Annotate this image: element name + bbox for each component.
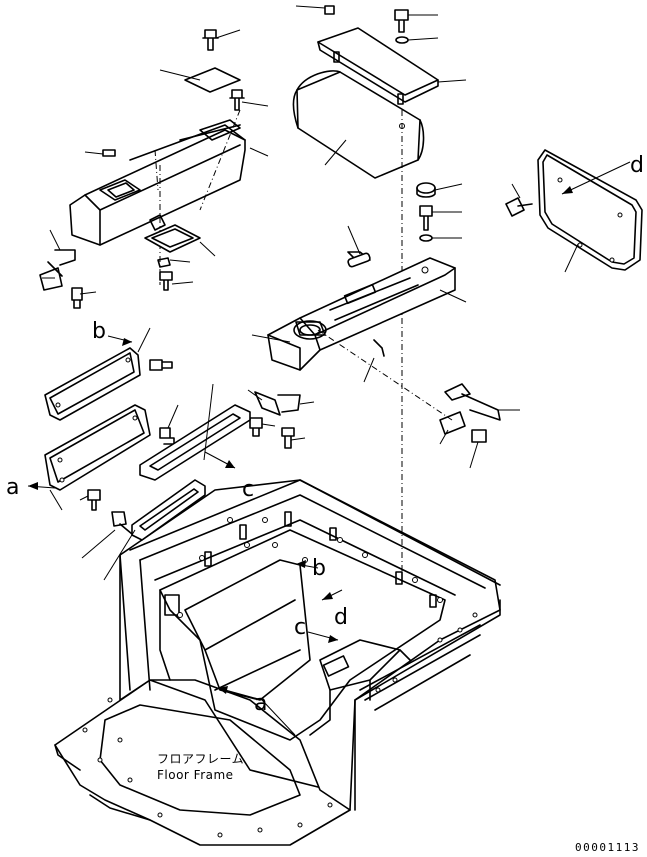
left-gasket — [144, 224, 201, 253]
gasket-frame-c — [139, 404, 251, 481]
right-console-hardware — [249, 182, 501, 449]
left-panel-bolts — [49, 327, 179, 559]
right-console — [267, 251, 456, 371]
top-plate — [317, 5, 439, 105]
label-d-frame: d — [334, 605, 348, 630]
reference-arrows — [27, 161, 631, 736]
frame-studs — [204, 511, 437, 608]
square-plate-small — [184, 67, 241, 93]
side-cover-panel-d — [505, 149, 643, 273]
label-b-frame: b — [312, 556, 326, 581]
label-a-frame: a — [254, 691, 267, 716]
label-b-left: b — [92, 319, 106, 344]
caption-en: Floor Frame — [157, 768, 234, 782]
caption-jp: フロアフレーム — [157, 752, 244, 766]
label-d-right: d — [630, 153, 644, 178]
right-console-leaders — [247, 183, 520, 469]
floor-frame — [54, 479, 501, 846]
gasket-lower — [103, 383, 214, 581]
label-c-frame: c — [294, 615, 306, 640]
top-right-leaders — [295, 5, 467, 580]
reference-labels: a a b b c c d d — [6, 153, 644, 716]
left-leaders — [42, 29, 269, 295]
label-a-left: a — [6, 475, 19, 500]
frame-holes — [82, 517, 478, 838]
cover-panel-a — [44, 404, 151, 491]
cover-panel-b — [44, 347, 141, 421]
left-console-cover — [69, 109, 246, 285]
figure-code: 00001113 — [575, 841, 640, 854]
curved-cover — [292, 70, 425, 179]
floor-frame-caption: フロアフレーム Floor Frame — [157, 752, 244, 782]
label-c-upper: c — [242, 477, 254, 502]
